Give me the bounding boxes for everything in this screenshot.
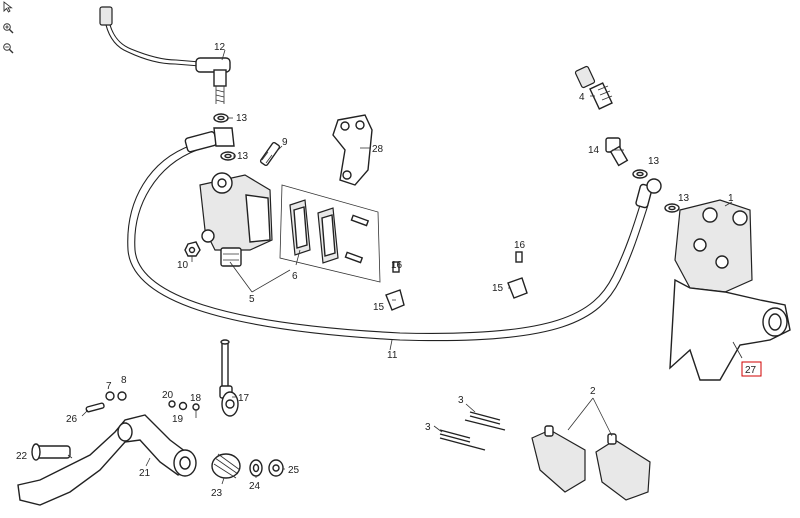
callout-15[interactable]: 15 — [373, 302, 385, 313]
callout-13[interactable]: 13 — [648, 156, 660, 167]
brake-pads[interactable] — [531, 425, 651, 501]
banjo-bolt-14[interactable] — [605, 137, 629, 167]
callout-9[interactable]: 9 — [282, 137, 288, 148]
selected-callout-highlight — [741, 361, 762, 377]
callout-labels: 12 13 13 9 10 5 6 28 16 15 16 15 4 14 13… — [16, 42, 757, 499]
brake-light-switch[interactable] — [99, 6, 231, 104]
pushrod[interactable] — [219, 339, 239, 417]
caliper-bracket[interactable] — [669, 278, 791, 381]
callout-7[interactable]: 7 — [106, 381, 112, 392]
reservoir-bracket[interactable] — [332, 114, 373, 186]
callout-4[interactable]: 4 — [579, 92, 585, 103]
banjo-bolt-9[interactable] — [259, 141, 281, 167]
callout-1[interactable]: 1 — [728, 193, 734, 204]
callout-2[interactable]: 2 — [590, 386, 596, 397]
callout-18[interactable]: 18 — [190, 393, 202, 404]
washer-24[interactable] — [249, 459, 263, 477]
callout-11[interactable]: 11 — [387, 350, 398, 361]
viewer-toolbar — [0, 0, 16, 60]
callout-23[interactable]: 23 — [211, 488, 223, 499]
callout-3[interactable]: 3 — [458, 395, 464, 406]
zoom-out-icon[interactable] — [2, 42, 14, 54]
callout-12[interactable]: 12 — [214, 42, 226, 53]
callout-16[interactable]: 16 — [391, 260, 403, 271]
pedal-pivot-bolt[interactable] — [31, 443, 71, 461]
leader-lines — [67, 49, 743, 485]
callout-13[interactable]: 13 — [237, 151, 249, 162]
nut-25[interactable] — [268, 459, 284, 477]
callout-26[interactable]: 26 — [66, 414, 78, 425]
bleeder-valve[interactable] — [574, 65, 613, 110]
callout-25[interactable]: 25 — [288, 465, 300, 476]
seal-kit-panel[interactable] — [279, 184, 381, 283]
callout-5[interactable]: 5 — [249, 294, 255, 305]
callout-28[interactable]: 28 — [372, 144, 384, 155]
callout-16[interactable]: 16 — [514, 240, 526, 251]
zoom-in-icon[interactable] — [2, 22, 14, 34]
pad-pins[interactable] — [439, 411, 506, 451]
brake-pedal[interactable] — [17, 414, 197, 506]
callout-13[interactable]: 13 — [678, 193, 690, 204]
master-cylinder[interactable] — [199, 172, 273, 267]
brake-hose[interactable] — [127, 131, 662, 342]
callout-14[interactable]: 14 — [588, 145, 600, 156]
callout-19[interactable]: 19 — [172, 414, 184, 425]
nut-10[interactable] — [184, 241, 201, 257]
callout-17[interactable]: 17 — [238, 393, 250, 404]
washers-caliper[interactable] — [632, 169, 680, 213]
washer-pair-top[interactable] — [213, 113, 236, 161]
callout-6[interactable]: 6 — [292, 271, 298, 282]
select-tool-icon[interactable] — [2, 1, 14, 13]
callout-10[interactable]: 10 — [177, 260, 189, 271]
callout-13[interactable]: 13 — [236, 113, 248, 124]
callout-22[interactable]: 22 — [16, 451, 28, 462]
callout-8[interactable]: 8 — [121, 375, 127, 386]
callout-21[interactable]: 21 — [139, 468, 151, 479]
clip-15-right[interactable] — [507, 251, 528, 299]
callout-24[interactable]: 24 — [249, 481, 261, 492]
return-spring[interactable] — [211, 453, 241, 479]
brake-caliper[interactable] — [674, 199, 753, 293]
callout-27[interactable]: 27 — [745, 365, 757, 376]
callout-15[interactable]: 15 — [492, 283, 504, 294]
callout-3[interactable]: 3 — [425, 422, 431, 433]
callout-20[interactable]: 20 — [162, 390, 174, 401]
small-fasteners[interactable] — [85, 391, 200, 413]
